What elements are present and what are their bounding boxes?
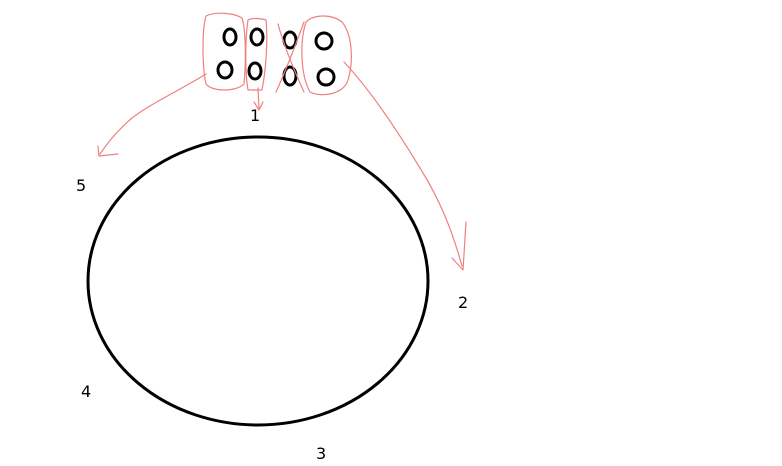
label-3: 3 bbox=[316, 444, 326, 463]
annotation-strokes bbox=[97, 12, 467, 271]
label-1: 1 bbox=[250, 106, 260, 125]
arrow-center-down bbox=[253, 87, 264, 111]
enclosure-right bbox=[301, 15, 352, 96]
dot bbox=[314, 31, 334, 51]
dot bbox=[249, 27, 265, 47]
crossing-strokes bbox=[275, 21, 305, 93]
dot bbox=[216, 60, 234, 80]
label-4: 4 bbox=[81, 382, 91, 401]
large-ellipse bbox=[86, 135, 430, 427]
label-2: 2 bbox=[458, 293, 468, 312]
arrow-to-5 bbox=[97, 73, 207, 157]
dot bbox=[282, 30, 298, 50]
dot-grid bbox=[216, 27, 336, 87]
enclosure-second bbox=[245, 17, 268, 91]
label-5: 5 bbox=[76, 176, 86, 195]
dot bbox=[247, 61, 263, 81]
dot bbox=[316, 67, 336, 87]
dot bbox=[222, 27, 238, 47]
enclosure-left bbox=[202, 12, 246, 91]
arrow-to-2 bbox=[343, 61, 467, 271]
dot bbox=[282, 65, 298, 87]
